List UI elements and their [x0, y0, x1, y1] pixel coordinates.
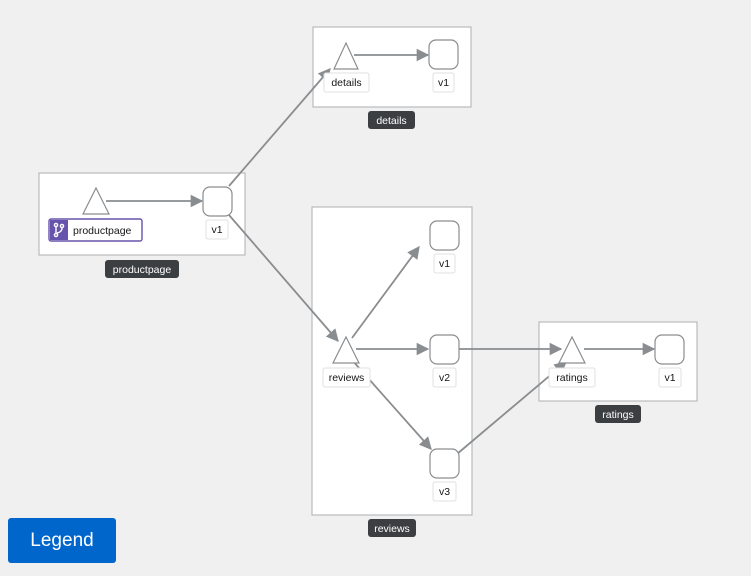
square-workload-icon	[428, 39, 459, 70]
ratings-service-node[interactable]: ratings	[548, 335, 596, 388]
edge-productpage-v1-to-reviews[interactable]	[228, 214, 339, 342]
edge-reviews-v3-to-ratings[interactable]	[456, 361, 567, 455]
ratings-service-label: ratings	[556, 372, 588, 384]
reviews-v1-label: v1	[439, 258, 450, 270]
reviews-v2-label: v2	[439, 372, 450, 384]
edge-productpage-v1-to-details[interactable]	[228, 68, 331, 187]
reviews-service-label: reviews	[329, 372, 365, 384]
reviews-service-node[interactable]: reviews	[322, 335, 371, 388]
square-workload-icon	[429, 448, 460, 479]
ratings-v1-workload-node[interactable]: v1	[654, 334, 685, 388]
svg-text:ratings: ratings	[602, 409, 634, 421]
triangle-service-icon	[558, 335, 586, 364]
details-service-label: details	[331, 77, 361, 89]
productpage-service-label: productpage	[73, 225, 132, 237]
square-workload-icon	[429, 334, 460, 365]
triangle-service-icon	[82, 186, 110, 215]
legend-button[interactable]: Legend	[8, 518, 116, 563]
branch-icon	[50, 220, 68, 240]
productpage-v1-workload-node[interactable]: v1	[202, 186, 233, 240]
svg-text:reviews: reviews	[374, 523, 410, 535]
square-workload-icon	[654, 334, 685, 365]
details-v1-workload-node[interactable]: v1	[428, 39, 459, 93]
square-workload-icon	[429, 220, 460, 251]
reviews-v1-workload-node[interactable]: v1	[429, 220, 460, 274]
edge-reviews-to-v1[interactable]	[351, 245, 420, 339]
svg-text:details: details	[376, 115, 406, 127]
triangle-service-icon	[333, 41, 359, 70]
details-box-label: details	[368, 111, 415, 129]
productpage-box-label: productpage	[105, 260, 179, 278]
branch-icon-glyph	[53, 222, 65, 238]
reviews-v3-workload-node[interactable]: v3	[429, 448, 460, 502]
triangle-service-icon	[332, 335, 360, 364]
reviews-v2-workload-node[interactable]: v2	[429, 334, 460, 388]
details-v1-label: v1	[438, 77, 449, 89]
ratings-box-label: ratings	[595, 405, 641, 423]
details-service-node[interactable]: details	[323, 41, 370, 93]
reviews-box-label: reviews	[368, 519, 416, 537]
square-workload-icon	[202, 186, 233, 217]
productpage-service-node[interactable]: productpage	[48, 186, 143, 242]
ratings-v1-label: v1	[664, 372, 675, 384]
svg-text:productpage: productpage	[113, 264, 172, 276]
productpage-v1-label: v1	[211, 224, 222, 236]
reviews-v3-label: v3	[439, 486, 450, 498]
